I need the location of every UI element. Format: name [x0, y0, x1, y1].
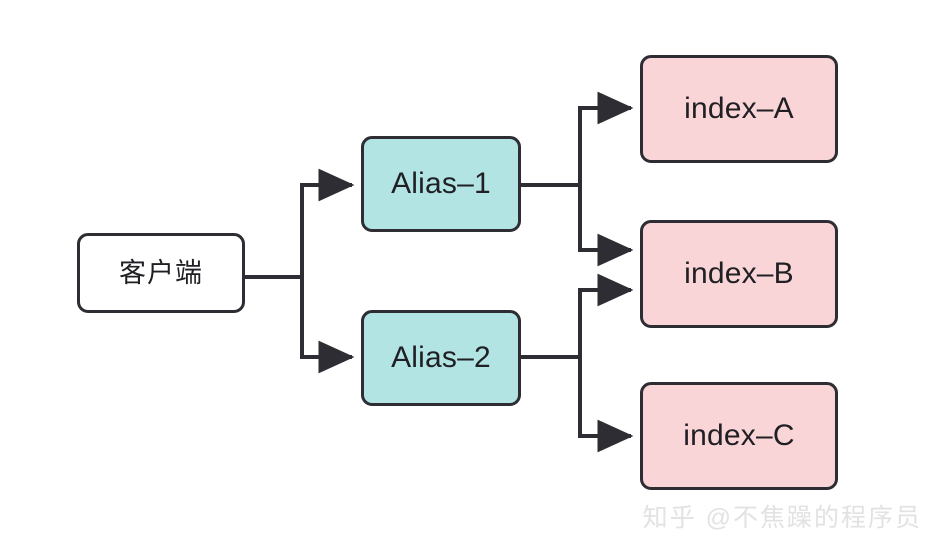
node-alias-2[interactable]: Alias–2	[361, 310, 521, 406]
node-index-c[interactable]: index–C	[640, 382, 838, 490]
node-client[interactable]: 客户端	[77, 233, 245, 313]
node-alias-1[interactable]: Alias–1	[361, 136, 521, 232]
edge-alias-1-to-index-b	[578, 185, 634, 267]
node-index-a[interactable]: index–A	[640, 55, 838, 163]
node-index-c-label: index–C	[683, 419, 795, 452]
node-index-b-label: index–B	[684, 257, 794, 290]
edge-alias-2-to-index-b	[578, 273, 634, 357]
edge-alias-1-to-index-a	[578, 91, 634, 185]
node-client-label: 客户端	[119, 257, 203, 288]
node-index-b[interactable]: index–B	[640, 220, 838, 328]
edge-client-to-alias-1	[300, 168, 355, 277]
node-alias-1-label: Alias–1	[391, 167, 491, 200]
node-alias-2-label: Alias–2	[391, 341, 491, 374]
node-index-a-label: index–A	[684, 92, 794, 125]
watermark: 知乎 @不焦躁的程序员	[642, 504, 922, 532]
edge-client-to-alias-2	[300, 277, 355, 374]
edge-alias-2-to-index-c	[578, 357, 634, 453]
